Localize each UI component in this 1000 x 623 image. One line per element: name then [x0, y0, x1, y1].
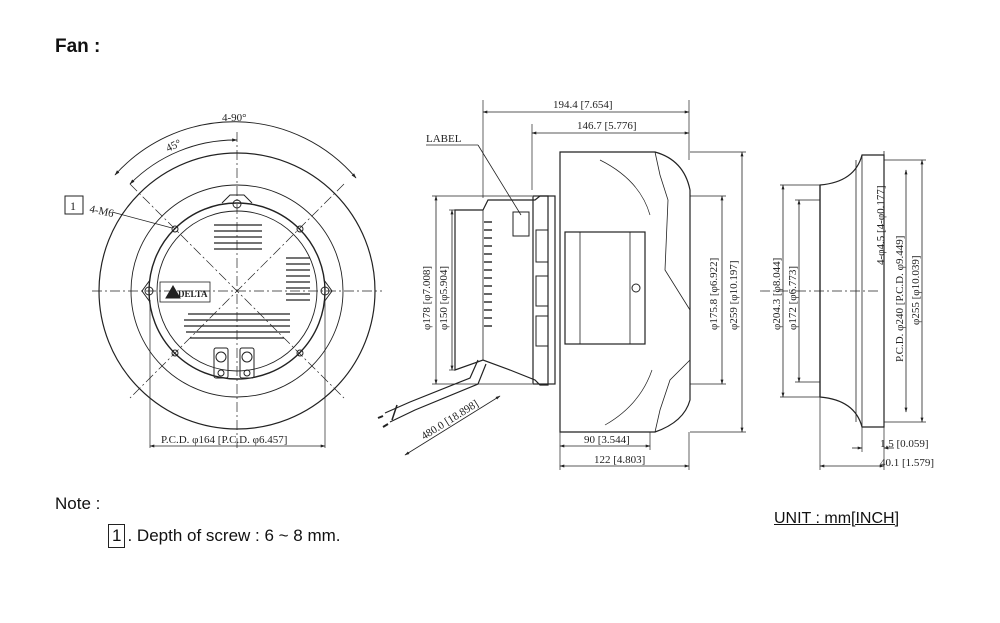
width-90: 90 [3.544]	[584, 434, 630, 446]
ring-dia-172: φ172 [φ6.773]	[787, 266, 799, 330]
logo-text: DELTA	[178, 289, 208, 299]
front-angle-total: 4-90°	[222, 112, 247, 124]
front-angle-half: 45°	[164, 137, 183, 154]
dia-178: φ178 [φ7.008]	[421, 266, 433, 330]
ring-holes: 4-φ4.5 [4-φ0.177]	[875, 185, 887, 265]
ring-depth-401: 40.1 [1.579]	[880, 457, 934, 469]
ring-thick-15: 1.5 [0.059]	[880, 438, 929, 450]
dia-150: φ150 [φ5.904]	[438, 266, 450, 330]
note-index-box: 1	[108, 524, 126, 548]
callout-text: 4-M6	[88, 203, 115, 220]
page-heading: Fan :	[55, 36, 101, 57]
dia-175: φ175.8 [φ6.922]	[708, 258, 720, 330]
width-impeller: 146.7 [5.776]	[577, 120, 637, 132]
dia-259: φ259 [φ10.197]	[728, 260, 740, 330]
width-122: 122 [4.803]	[594, 454, 645, 466]
motor-circle	[148, 202, 326, 380]
ring-dia-255: φ255 [φ10.039]	[910, 255, 922, 325]
front-view	[64, 121, 382, 450]
callout-index: 1	[70, 199, 76, 213]
width-total: 194.4 [7.654]	[553, 99, 613, 111]
note-title: Note :	[55, 494, 101, 513]
note-text: . Depth of screw : 6 ~ 8 mm.	[127, 526, 341, 545]
unit-label: UNIT : mm[INCH]	[774, 510, 900, 527]
ring-pcd-240: P.C.D. φ240 [P.C.D. φ9.449]	[894, 236, 906, 362]
ring-view	[760, 151, 926, 470]
front-pcd-dimension: P.C.D. φ164 [P.C.D. φ6.457]	[161, 434, 287, 446]
ring-dia-204: φ204.3 [φ8.044]	[771, 258, 783, 330]
label-tag: LABEL	[426, 133, 462, 145]
note-line: 1 . Depth of screw : 6 ~ 8 mm.	[108, 524, 341, 548]
side-view	[377, 100, 746, 470]
